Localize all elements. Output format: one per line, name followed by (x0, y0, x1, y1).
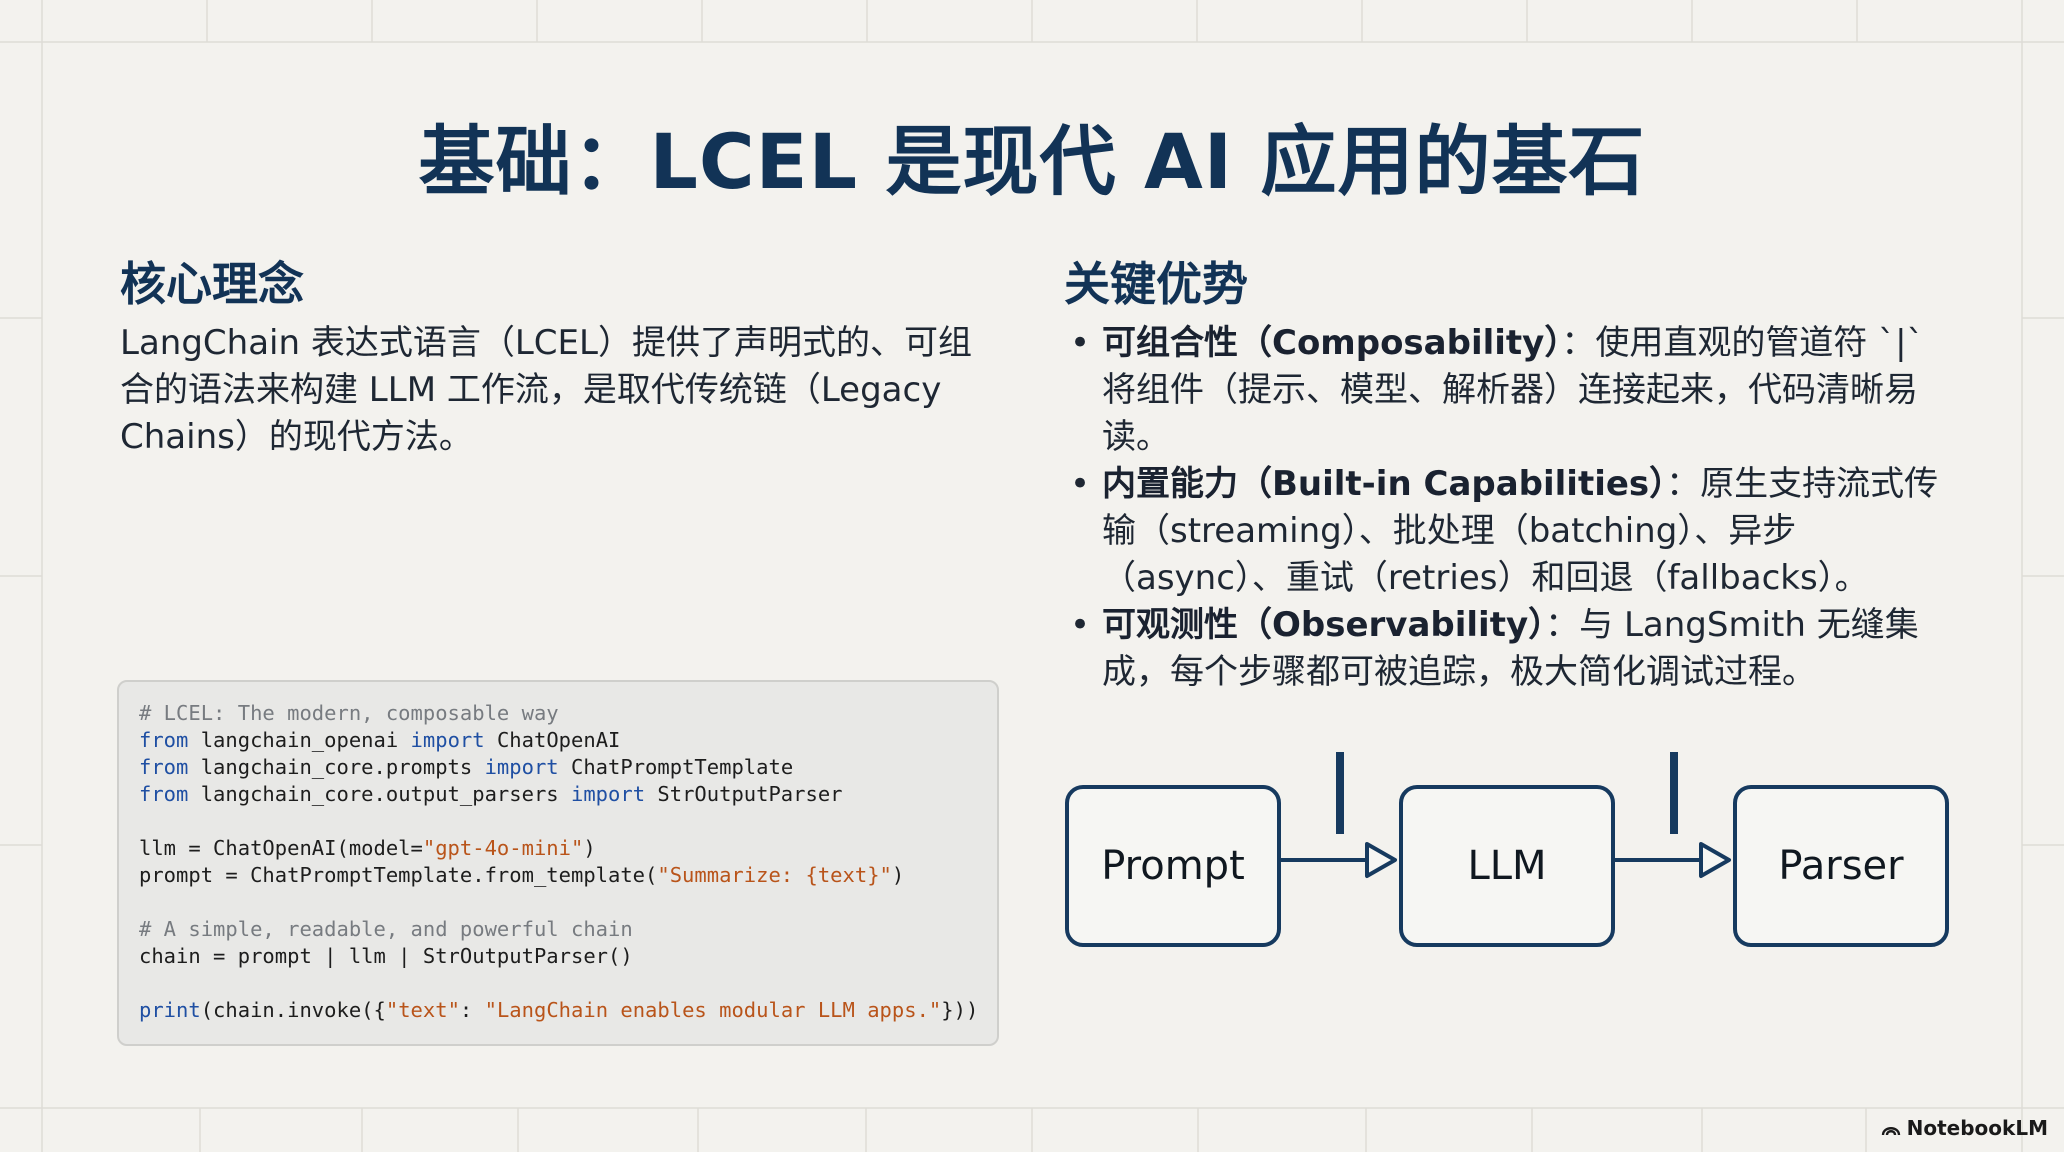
code-token: langchain_core.output_parsers (188, 782, 571, 806)
code-token: chain = prompt | llm | StrOutputParser() (139, 944, 633, 968)
code-line: # A simple, readable, and powerful chain (139, 916, 977, 943)
code-token: ) (891, 863, 905, 887)
code-token: from (139, 755, 189, 779)
code-token: llm = ChatOpenAI(model= (139, 836, 423, 860)
code-token: prompt = ChatPromptTemplate.from_templat… (139, 863, 658, 887)
code-token: from (139, 782, 189, 806)
code-token: "gpt-4o-mini" (422, 836, 584, 860)
code-token: langchain_core.prompts (188, 755, 485, 779)
code-token: ChatOpenAI (484, 728, 621, 752)
advantage-text: ：使用直观的管道符 `|` 将组件（提示、模型、解析器）连接起来，代码清晰易读。 (1102, 323, 1924, 457)
code-token: "text" (385, 998, 460, 1022)
code-token: import (570, 782, 646, 806)
advantage-lead: 可观测性（Observability） (1102, 605, 1546, 645)
code-line (139, 889, 977, 916)
advantage-item-observability: • 可观测性（Observability）：与 LangSmith 无缝集成，每… (1064, 602, 1944, 696)
code-token: })) (941, 998, 979, 1022)
code-token: "LangChain enables modular LLM apps." (484, 998, 942, 1022)
code-token: : (459, 998, 485, 1022)
code-line: prompt = ChatPromptTemplate.from_templat… (139, 862, 977, 889)
advantage-item-composability: • 可组合性（Composability）：使用直观的管道符 `|` 将组件（提… (1064, 320, 1944, 461)
watermark-text: NotebookLM (1906, 1116, 2048, 1140)
advantages-list: • 可组合性（Composability）：使用直观的管道符 `|` 将组件（提… (1064, 320, 1944, 696)
code-token: import (484, 755, 559, 779)
code-line: llm = ChatOpenAI(model="gpt-4o-mini") (139, 835, 977, 862)
code-line: from langchain_openai import ChatOpenAI (139, 727, 977, 754)
core-concept-heading: 核心理念 (120, 257, 304, 311)
code-token: ChatPromptTemplate (558, 755, 794, 779)
bullet-dot-icon: • (1070, 323, 1091, 363)
bullet-dot-icon: • (1070, 464, 1091, 504)
notebooklm-logo-icon (1881, 1127, 1900, 1136)
pipeline-node-llm: LLM (1399, 785, 1615, 947)
key-advantages-heading: 关键优势 (1064, 257, 1248, 311)
advantage-lead: 内置能力（Built-in Capabilities） (1102, 464, 1667, 504)
pipeline-node-parser: Parser (1733, 785, 1949, 947)
code-token: import (410, 728, 485, 752)
pipe-operator-icon (1336, 752, 1344, 834)
code-line (139, 970, 977, 997)
advantage-lead: 可组合性（Composability） (1102, 323, 1562, 363)
code-token: print (139, 998, 201, 1022)
code-line: from langchain_core.prompts import ChatP… (139, 754, 977, 781)
pipe-operator-icon (1670, 752, 1678, 834)
code-line: from langchain_core.output_parsers impor… (139, 781, 977, 808)
arrow-right-icon (1615, 842, 1731, 878)
code-line: print(chain.invoke({"text": "LangChain e… (139, 997, 979, 1024)
core-concept-paragraph: LangChain 表达式语言（LCEL）提供了声明式的、可组合的语法来构建 L… (120, 323, 972, 457)
bullet-dot-icon: • (1070, 605, 1091, 645)
advantage-item-capabilities: • 内置能力（Built-in Capabilities）：原生支持流式传输（s… (1064, 461, 1944, 602)
code-token: # A simple, readable, and powerful chain (139, 917, 633, 941)
code-line: # LCEL: The modern, composable way (139, 700, 977, 727)
code-token: "Summarize: {text}" (657, 863, 892, 887)
pipeline-diagram: Prompt LLM Parser (1060, 740, 1960, 960)
code-token: ) (583, 836, 596, 860)
slide-title: 基础：LCEL 是现代 AI 应用的基石 (418, 117, 1646, 206)
arrow-right-icon (1281, 842, 1397, 878)
code-token: from (139, 728, 189, 752)
pipeline-node-prompt: Prompt (1065, 785, 1281, 947)
notebooklm-watermark: NotebookLM (1881, 1116, 2048, 1140)
advantage-text: ：原生支持流式传输（streaming）、批处理（batching）、异步（as… (1102, 464, 1939, 598)
code-line (139, 808, 977, 835)
code-token: StrOutputParser (645, 782, 843, 806)
advantage-text: ：与 LangSmith 无缝集成，每个步骤都可被追踪，极大简化调试过程。 (1102, 605, 1919, 692)
code-token: langchain_openai (188, 728, 411, 752)
code-token: # LCEL: The modern, composable way (139, 701, 559, 725)
code-token: (chain.invoke({ (200, 998, 386, 1022)
code-line: chain = prompt | llm | StrOutputParser() (139, 943, 977, 970)
